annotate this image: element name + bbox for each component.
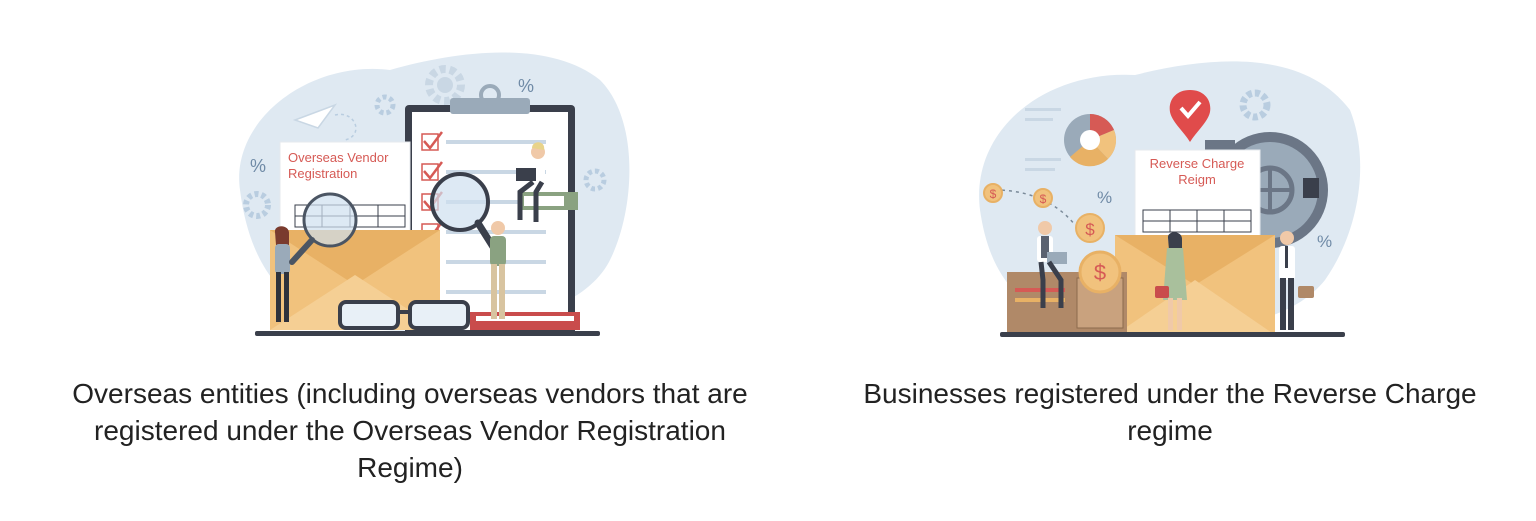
svg-text:$: $	[1085, 220, 1095, 239]
pie-chart-icon	[1064, 114, 1117, 167]
dollar-coin-icon: $	[1075, 213, 1105, 243]
percent-icon: %	[1097, 188, 1112, 207]
woman-with-magnifier	[274, 226, 290, 322]
percent-icon: %	[1317, 232, 1332, 251]
document-title-line1: Reverse Charge	[1150, 156, 1245, 171]
chart-lines	[1025, 108, 1061, 171]
svg-text:$: $	[990, 187, 997, 201]
percent-icon: %	[250, 156, 266, 176]
svg-text:$: $	[1094, 260, 1106, 285]
laptop-icon	[1047, 252, 1067, 264]
svg-text:$: $	[1040, 192, 1047, 206]
envelope-icon	[1115, 235, 1275, 335]
reverse-charge-panel: $ $ $ % % Reverse Charge Reigm	[820, 0, 1536, 521]
calculator-icon	[1303, 178, 1319, 198]
overseas-entities-caption: Overseas entities (including overseas ve…	[72, 378, 748, 483]
gear-icon	[374, 94, 396, 116]
reverse-charge-caption: Businesses registered under the Reverse …	[863, 378, 1477, 446]
check-mark-icon	[423, 161, 443, 180]
woman-with-handbag	[1155, 232, 1187, 330]
document-table	[1142, 209, 1252, 233]
reverse-charge-illustration: $ $ $ % % Reverse Charge Reigm	[979, 61, 1361, 337]
magnifier-icon	[289, 192, 358, 265]
man-with-laptop	[1037, 221, 1067, 308]
man-with-briefcase	[1279, 231, 1314, 330]
ground-line	[1000, 332, 1345, 337]
check-mark-icon	[423, 131, 443, 150]
gear-icon	[425, 65, 465, 105]
gear-icon	[1239, 89, 1271, 121]
laptop-icon	[516, 168, 536, 181]
dollar-coin-icon: $	[1033, 188, 1053, 208]
glasses-icon	[338, 300, 470, 330]
overseas-vendor-illustration: % %	[239, 52, 630, 336]
ground-line	[255, 331, 600, 336]
overseas-entities-panel: % %	[72, 52, 748, 483]
gear-icon	[243, 191, 271, 219]
man-standing	[490, 221, 506, 319]
magnifier-icon	[430, 172, 499, 254]
handbag-icon	[1155, 286, 1169, 298]
document-title-line2: Reigm	[1178, 172, 1216, 187]
wallet-icon: $	[1007, 250, 1127, 334]
document-title-line1: Overseas Vendor	[288, 150, 389, 165]
dollar-coin-icon: $	[983, 183, 1003, 203]
gear-icon	[583, 168, 607, 192]
document-title-line2: Registration	[288, 166, 357, 181]
percent-icon: %	[518, 76, 534, 96]
location-check-icon	[1169, 90, 1211, 142]
briefcase-icon	[1298, 286, 1314, 298]
paper-plane-icon	[292, 103, 357, 141]
person-with-laptop	[516, 142, 545, 222]
